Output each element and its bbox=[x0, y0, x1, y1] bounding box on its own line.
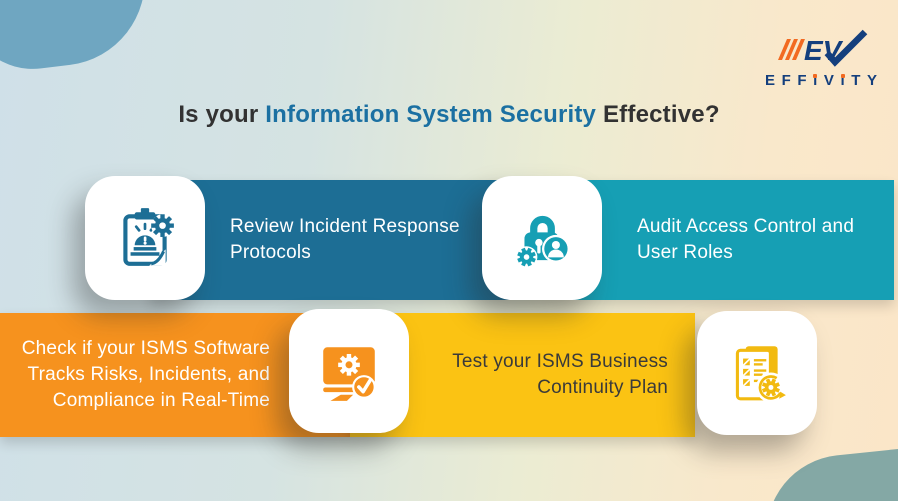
padlock-user-gear-icon bbox=[515, 215, 570, 268]
decorative-blob-top-left bbox=[0, 0, 155, 77]
card-label: Review Incident Response Protocols bbox=[230, 216, 460, 263]
logo-checkmark-icon bbox=[824, 29, 868, 67]
card-label: Test your ISMS Business Continuity Plan bbox=[452, 351, 668, 398]
banner-review-incident-response bbox=[150, 180, 540, 300]
title-suffix: Effective? bbox=[596, 101, 720, 128]
title-highlight: Information System Security bbox=[265, 101, 597, 128]
brand-letter-i: ı bbox=[840, 72, 845, 89]
brand-letter-i: ı bbox=[813, 72, 818, 89]
brand-letter: Y bbox=[866, 72, 877, 89]
card-text-incident-response: Review Incident Response Protocols bbox=[230, 180, 480, 300]
card-text-continuity-plan: Test your ISMS Business Continuity Plan bbox=[420, 313, 668, 437]
ev-monogram-icon: EV bbox=[778, 29, 868, 67]
brand-letter: T bbox=[851, 72, 861, 89]
page-title: Is your Information System Security Effe… bbox=[0, 101, 898, 129]
card-text-access-control: Audit Access Control and User Roles bbox=[637, 180, 882, 300]
title-prefix: Is your bbox=[178, 101, 266, 128]
card-label: Audit Access Control and User Roles bbox=[637, 216, 855, 263]
clipboard-alert-gear-icon bbox=[123, 208, 174, 266]
icon-card-isms-software bbox=[289, 309, 409, 433]
effivity-logo: EV E F F ı V ı T Y bbox=[762, 28, 880, 90]
card-label: Check if your ISMS Software Tracks Risks… bbox=[21, 338, 270, 411]
icon-card-continuity-plan bbox=[697, 311, 817, 435]
decorative-blob-bottom-right bbox=[759, 441, 898, 501]
brand-letter: V bbox=[823, 72, 834, 89]
monitor-gear-check-icon bbox=[323, 347, 376, 401]
icon-card-access-control bbox=[482, 176, 602, 300]
brand-letter: E bbox=[765, 72, 776, 89]
icon-card-incident-response bbox=[85, 176, 205, 300]
card-text-isms-software: Check if your ISMS Software Tracks Risks… bbox=[10, 313, 270, 437]
document-gear-refresh-icon bbox=[735, 346, 786, 403]
brand-name: E F F ı V ı T Y bbox=[765, 72, 877, 90]
brand-letter: F bbox=[781, 72, 791, 89]
logo-stripes-icon bbox=[778, 39, 805, 60]
brand-letter: F bbox=[797, 72, 807, 89]
